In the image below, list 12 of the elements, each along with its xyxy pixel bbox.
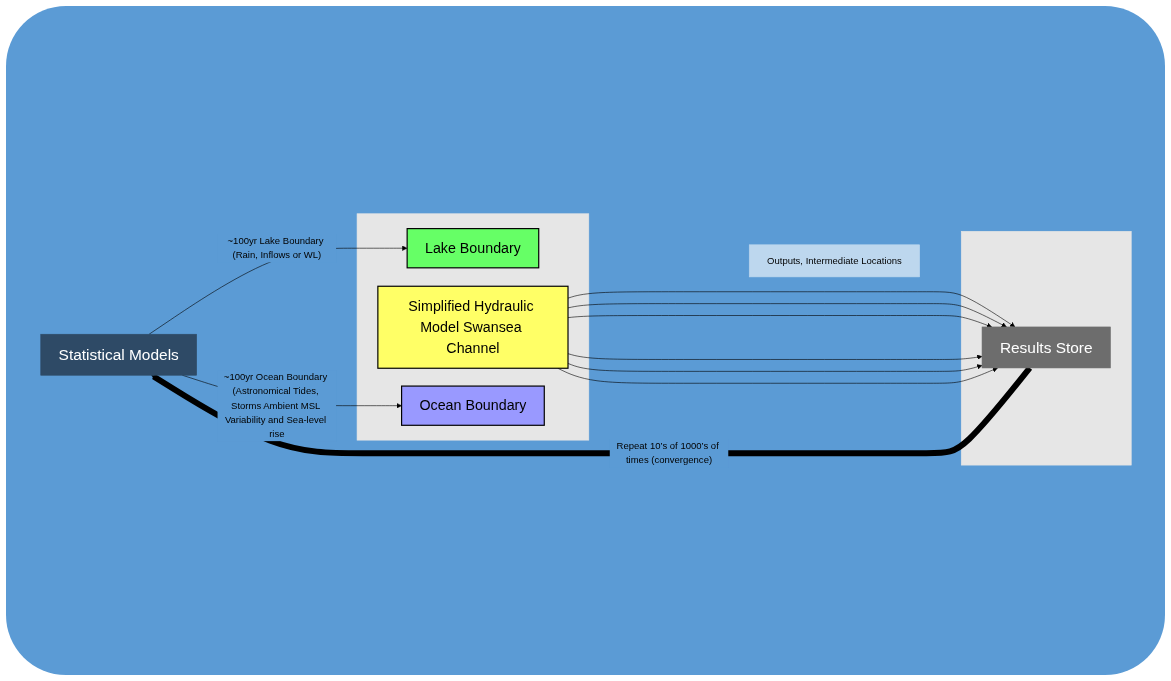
node-box [39,333,197,376]
edge-label: Repeat 10’s of 1000’s of times (convergence) [616,440,719,465]
diagram-background: Repeat 10’s of 1000’s of times (convergence) ~100yr Lake Boundary (Rain, Inflows or WL) ~100yr Ocean Boundary (Astronomical Tides, Storms Ambient MSL Variability and Sea-level rise Statistical Models Lake Boundary Simplified Hydraulic Model Swansea Channel Ocean Boundary Outputs, Intermediate Locations Results Store [6,6,1165,675]
node-box [406,227,539,269]
edge-label: ~100yr Lake Boundary (Rain, Inflows or WL) [227,235,323,260]
node-box [748,244,920,278]
node-box [400,385,545,426]
edge-label: ~100yr Ocean Boundary (Astronomical Tides, Storms Ambient MSL Variability and Sea-level rise [223,371,327,439]
node-box [981,326,1111,369]
node-box [376,285,569,369]
cluster [960,230,1132,466]
cluster [356,213,589,441]
